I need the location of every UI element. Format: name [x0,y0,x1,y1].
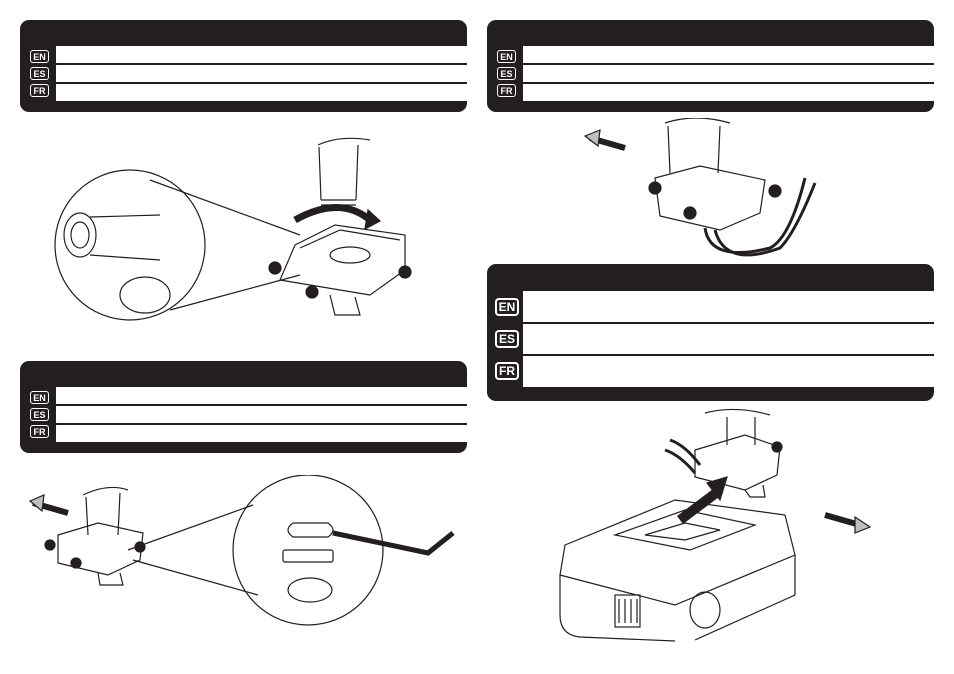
instruction-row-fr [523,356,934,387]
instruction-row-es [523,65,934,84]
lang-badge-fr: FR [30,84,49,97]
instruction-row-en [56,387,467,406]
lang-badge-fr: FR [30,425,49,438]
instruction-panel-3: EN ES FR [20,361,467,453]
lang-badge-en: EN [495,298,519,316]
lang-badge-es: ES [30,67,49,80]
instruction-row-fr [56,84,467,101]
instruction-row-es [56,65,467,84]
illustration-step-2 [580,118,820,260]
instruction-row-en [523,291,934,324]
lang-badge-en: EN [30,50,49,63]
lang-badge-es: ES [495,330,519,348]
illustration-step-3 [28,475,468,635]
push-arrow-icon [677,486,723,524]
push-arrow-icon [583,129,601,148]
instruction-row-en [523,46,934,65]
instruction-rows [523,291,934,387]
lang-badge-es: ES [30,408,49,421]
instruction-rows [56,46,467,101]
instruction-row-es [523,324,934,357]
instruction-row-es [56,406,467,425]
instruction-row-fr [56,425,467,442]
push-arrow-icon [28,494,45,513]
illustration-step-1 [50,125,430,325]
instruction-panel-2: EN ES FR [487,20,934,112]
instruction-row-en [56,46,467,65]
instruction-rows [56,387,467,442]
lang-badge-en: EN [497,50,516,63]
instruction-panel-4: EN ES FR [487,264,934,401]
instruction-panel-1: EN ES FR [20,20,467,112]
instruction-rows [523,46,934,101]
lang-badge-en: EN [30,391,49,404]
hex-key-icon [332,530,455,556]
illustration-step-4 [555,405,875,645]
lang-badge-es: ES [497,67,516,80]
lang-badge-fr: FR [497,84,516,97]
instruction-row-fr [523,84,934,101]
lang-badge-fr: FR [495,362,519,380]
